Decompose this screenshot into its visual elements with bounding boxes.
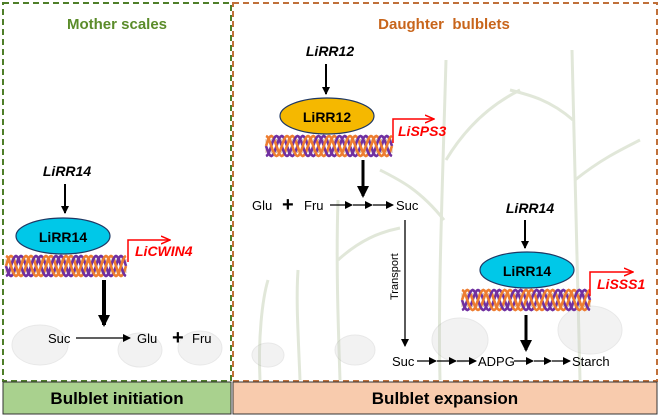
footer-left-label: Bulblet initiation: [50, 389, 183, 408]
bottom-intermediate: ADPG: [478, 354, 515, 369]
left-product-b: Fru: [192, 331, 212, 346]
top-product: Suc: [396, 198, 419, 213]
dna-strand-orange-2: [265, 134, 393, 158]
right-panel-title: Daughter bulblets: [378, 16, 510, 33]
bottom-product: Starch: [572, 354, 610, 369]
bottom-promoter-arrow: [589, 272, 633, 296]
footer-right-label: Bulblet expansion: [372, 389, 518, 408]
top-substrate-b: Fru: [304, 198, 324, 213]
left-regulator-gene: LiRR14: [43, 163, 91, 179]
left-panel-border: [2, 2, 232, 382]
footer-right-bar: [232, 381, 658, 415]
top-protein-ellipse: [279, 97, 375, 135]
top-dna-helix: [264, 134, 394, 158]
dna-strand-orange: [460, 288, 592, 312]
dna-strand-orange-2: [5, 254, 127, 278]
left-target-gene: LiCWIN4: [135, 243, 193, 259]
bottom-dna-helix: [460, 288, 592, 312]
bottom-target-gene: LiSSS1: [597, 276, 645, 292]
dna-strand-purple-2: [265, 134, 393, 158]
top-substrate-a: Glu: [252, 198, 272, 213]
bottom-regulator-gene: LiRR14: [506, 200, 554, 216]
left-protein-label: LiRR14: [39, 229, 87, 245]
top-promoter-arrow: [392, 119, 434, 143]
left-dna-helix: [4, 254, 128, 278]
bottom-protein-ellipse: [479, 251, 575, 289]
dna-strand-orange-2: [461, 288, 591, 312]
dna-strand-purple-2: [5, 254, 127, 278]
dna-strand-orange: [4, 254, 128, 278]
transport-label: Transport: [389, 253, 401, 300]
background-plant-illustrations: [257, 49, 641, 381]
bottom-protein-label: LiRR14: [503, 263, 551, 279]
left-substrate: Suc: [48, 331, 71, 346]
top-protein-label: LiRR12: [303, 109, 351, 125]
right-panel-border: [232, 2, 658, 382]
left-product-a: Glu: [137, 331, 157, 346]
dna-strand-purple-2: [461, 288, 591, 312]
footer-left-bar: [2, 381, 232, 415]
left-protein-ellipse: [15, 217, 111, 255]
top-target-gene: LiSPS3: [398, 123, 446, 139]
left-panel-title: Mother scales: [67, 16, 167, 33]
bottom-substrate: Suc: [392, 354, 415, 369]
left-plus-sign: +: [172, 327, 184, 349]
dna-strand-orange: [264, 134, 394, 158]
left-promoter-arrow: [127, 240, 170, 262]
top-plus-sign: +: [282, 194, 294, 216]
top-regulator-gene: LiRR12: [306, 43, 354, 59]
